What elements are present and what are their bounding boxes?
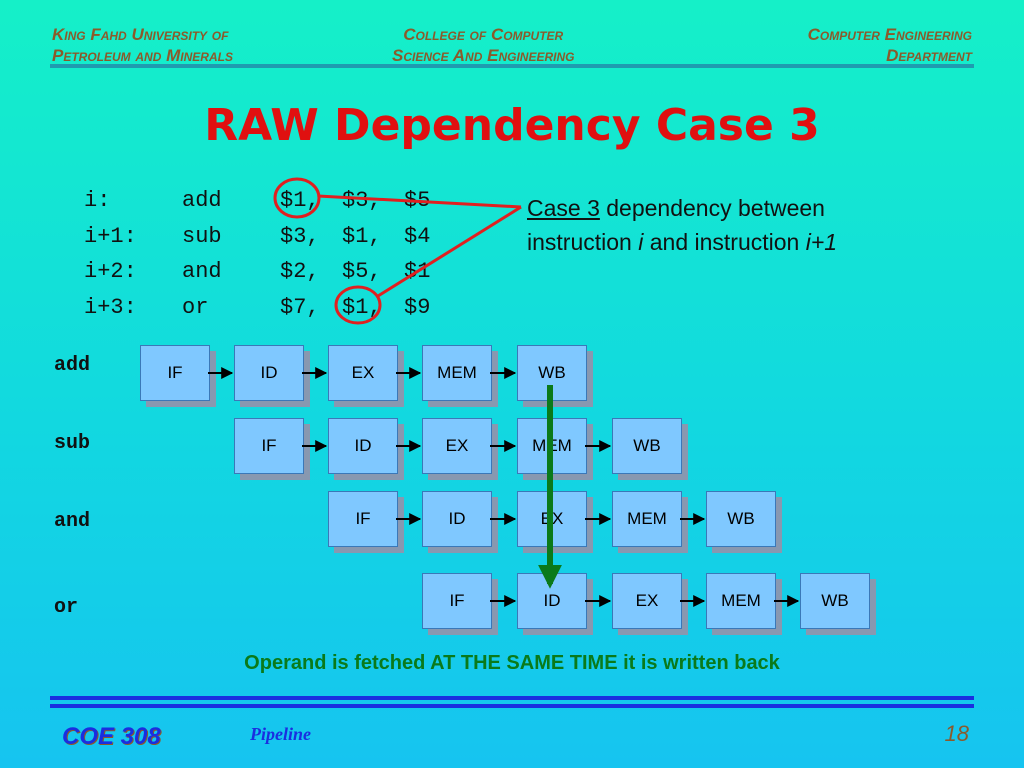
case-label: Case 3 (527, 195, 600, 221)
header-college-line1: College of Computer (403, 25, 564, 44)
header-university-line1: King Fahd University of (52, 25, 229, 44)
stage-box: WB (706, 491, 776, 547)
instr-label-and: and (54, 510, 91, 533)
caption: Operand is fetched AT THE SAME TIME it i… (244, 652, 780, 674)
code-label: i+3: (84, 294, 137, 320)
stage-box: IF (140, 345, 210, 401)
stage-box: WB (612, 418, 682, 474)
code-operand-2: $5, (342, 259, 382, 284)
note-text-3: and instruction (643, 229, 806, 255)
code-operand-1: $7, (280, 294, 320, 320)
stage-box: EX (612, 573, 682, 629)
code-operand-3: $9 (404, 294, 431, 320)
header-college: College of Computer Science And Engineer… (392, 24, 574, 66)
stage-box: MEM (612, 491, 682, 547)
instruction-listing: i: add $1, $3, $5 i+1: sub $3, $1, $4 i+… (84, 183, 430, 325)
code-label: i+2: (84, 259, 137, 284)
stage-box: IF (328, 491, 398, 547)
stage-box: MEM (422, 345, 492, 401)
code-opcode: sub (182, 223, 222, 249)
code-row: i: add $1, $3, $5 (84, 183, 430, 219)
dependency-highlight (273, 177, 522, 325)
code-row: i+1: sub $3, $1, $4 (84, 219, 430, 255)
topic-label: Pipeline (250, 724, 311, 744)
stage-box: EX (328, 345, 398, 401)
code-operand-2: $1, (342, 223, 382, 249)
stage-box: MEM (706, 573, 776, 629)
page-number: 18 (944, 721, 969, 746)
stage-box: IF (422, 573, 492, 629)
code-operand-3: $4 (404, 223, 431, 249)
course-code: COE 308 (62, 723, 161, 750)
code-opcode: add (182, 188, 222, 213)
stage-box: WB (800, 573, 870, 629)
header-department-line1: Computer Engineering (807, 25, 972, 44)
callout-line (317, 194, 522, 209)
header-department-line2: Department (886, 46, 972, 65)
footer-divider (50, 704, 974, 708)
stage-arrows (208, 367, 800, 607)
note-text-1: dependency between (599, 195, 825, 221)
code-operand-1: $3, (280, 223, 320, 249)
header-department: Computer Engineering Department (808, 24, 972, 66)
stage-box: ID (328, 418, 398, 474)
footer-divider (50, 696, 974, 700)
header-divider (50, 64, 974, 68)
stage-box: IF (234, 418, 304, 474)
note-text-2: instruction (527, 229, 639, 255)
instr-label-or: or (54, 596, 79, 619)
code-opcode: or (182, 294, 209, 320)
code-operand-1: $1, (280, 188, 320, 213)
code-row: i+2: and $2, $5, $1 (84, 254, 430, 290)
code-operand-1: $2, (280, 259, 320, 284)
stage-box: ID (234, 345, 304, 401)
header-university-line2: Petroleum and Minerals (52, 46, 233, 65)
callout-line (377, 205, 522, 298)
case-note: Case 3 dependency between instruction i … (527, 191, 947, 259)
note-instr-i: i (638, 229, 644, 255)
stage-box: ID (422, 491, 492, 547)
code-label: i: (84, 188, 111, 213)
code-label: i+1: (84, 223, 137, 249)
src-register-circle (334, 285, 382, 325)
instr-label-sub: sub (54, 432, 91, 455)
dest-register-circle (273, 177, 321, 219)
header-college-line2: Science And Engineering (392, 46, 575, 65)
note-instr-i1: i+1 (805, 229, 838, 255)
code-opcode: and (182, 259, 222, 284)
instr-label-add: add (54, 354, 91, 377)
header-university: King Fahd University of Petroleum and Mi… (52, 24, 233, 66)
slide-title: RAW Dependency Case 3 (204, 100, 820, 151)
